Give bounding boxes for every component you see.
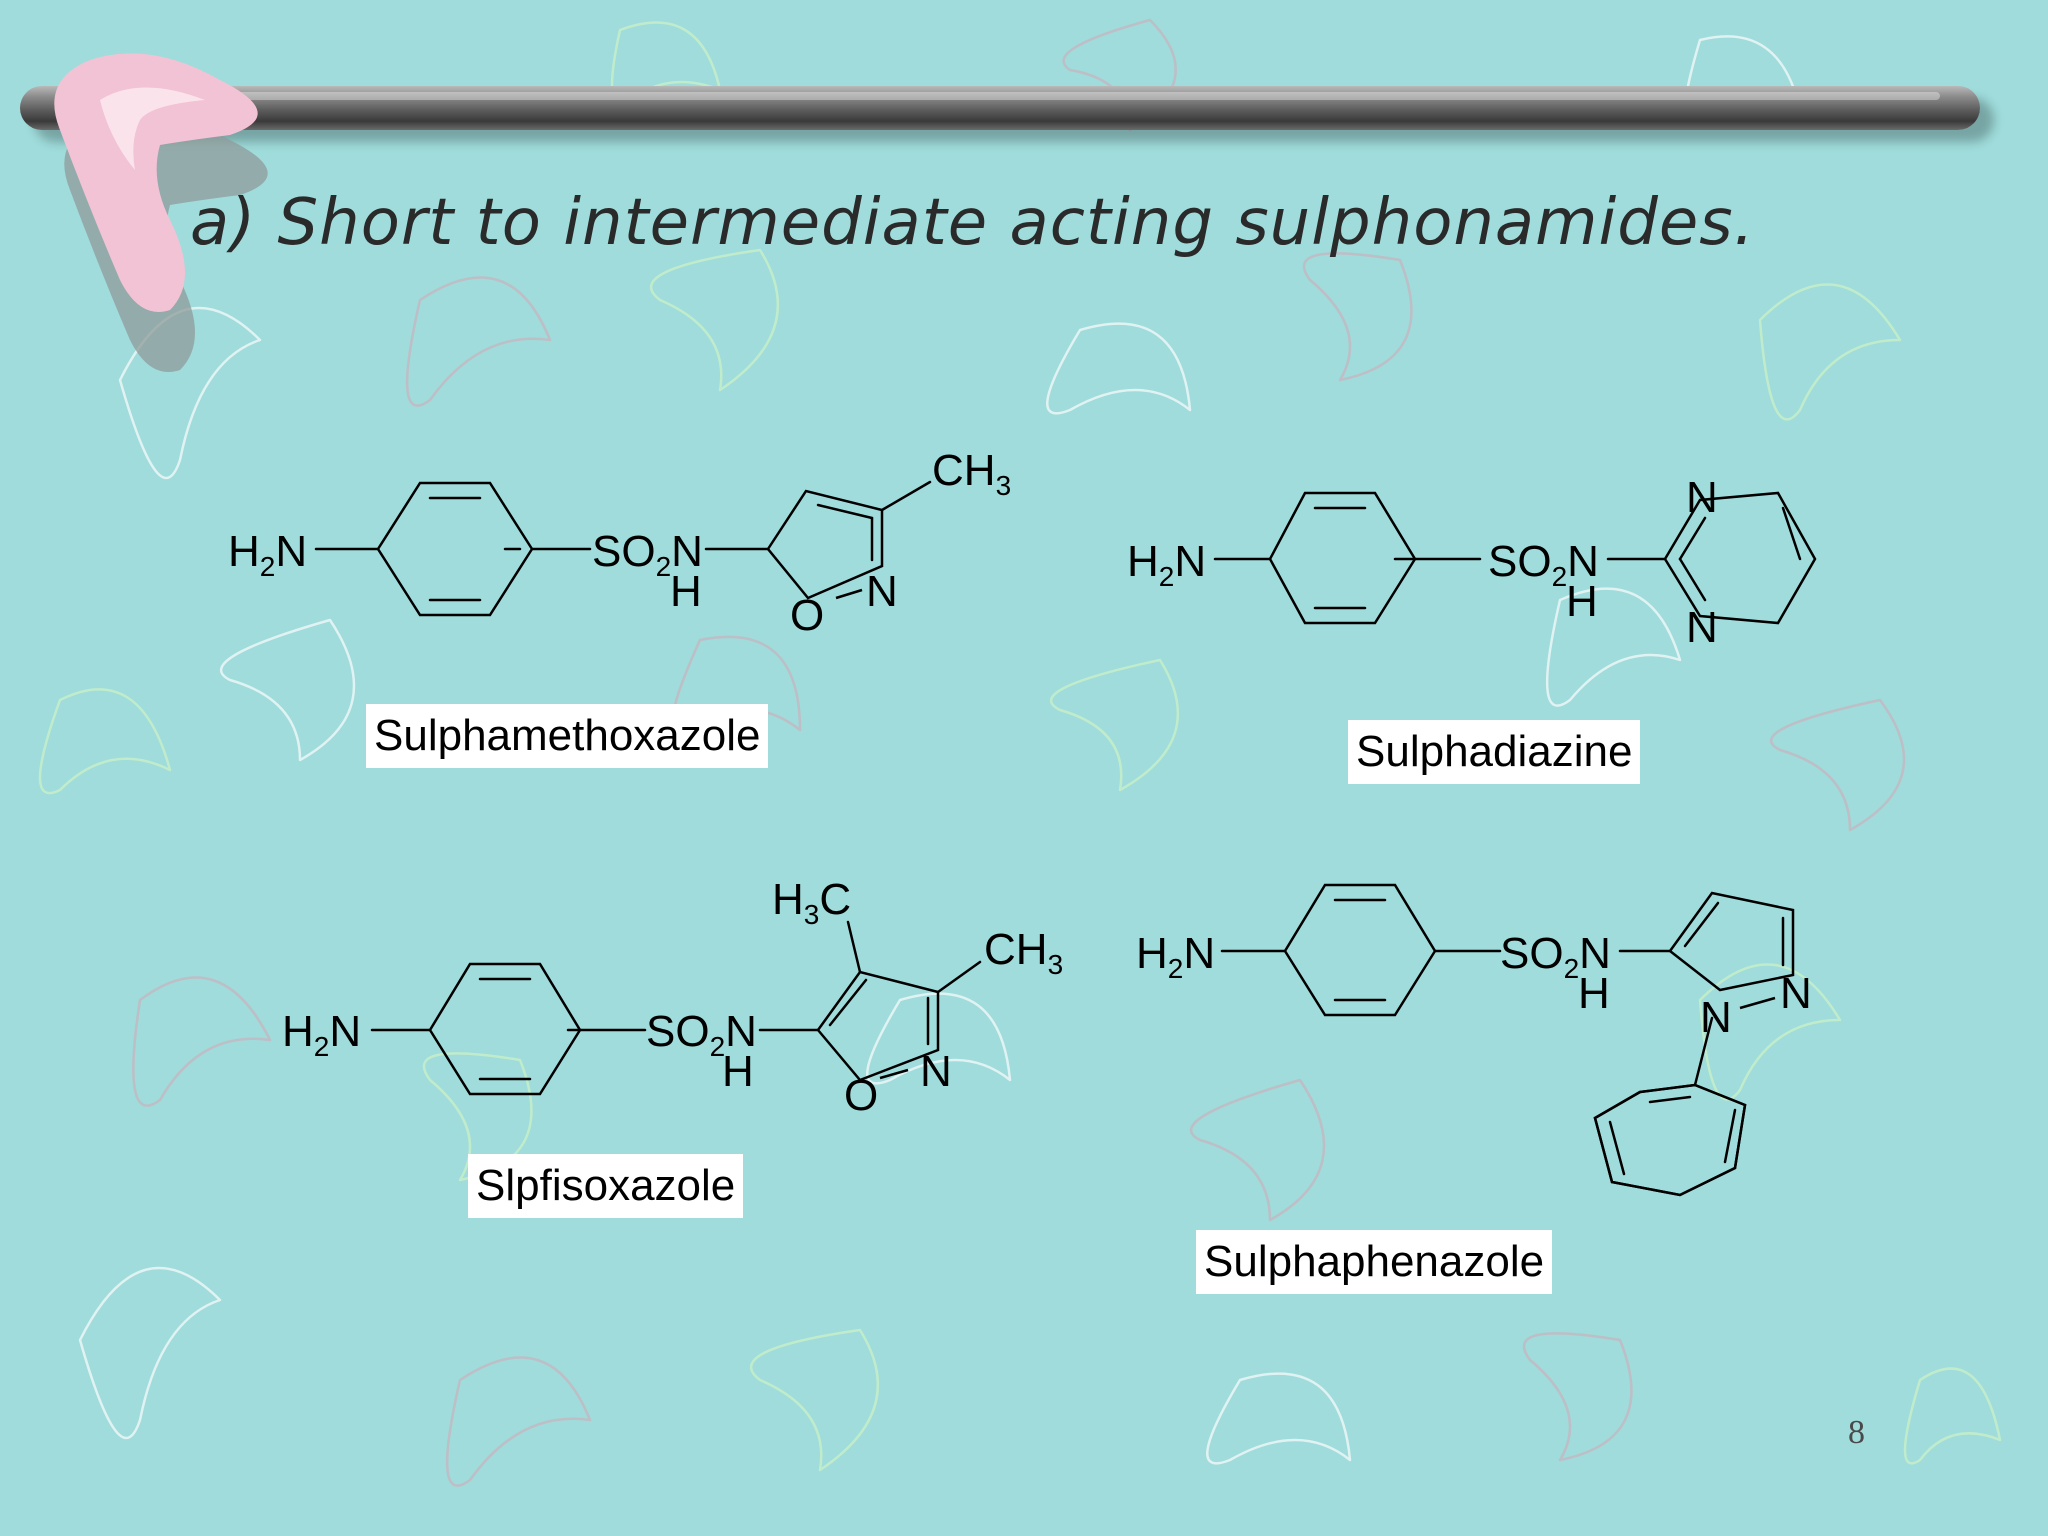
ring-oxygen-label: O bbox=[844, 1071, 878, 1120]
page-number: 8 bbox=[1848, 1414, 1865, 1451]
sulphamethoxazole-structure bbox=[314, 480, 932, 617]
nh-label: H bbox=[722, 1047, 754, 1096]
sulfonyl-label: SO2N bbox=[646, 1007, 757, 1062]
sulphadiazine-structure bbox=[1213, 491, 1817, 625]
boomerang-decoration bbox=[54, 53, 268, 373]
amine-label: H2N bbox=[282, 1007, 361, 1062]
slpfisoxazole-structure bbox=[370, 920, 982, 1096]
sulfonyl-label: SO2N bbox=[1488, 537, 1599, 592]
compound-label-sulphamethoxazole: Sulphamethoxazole bbox=[366, 704, 769, 768]
ring-nitrogen-label: N bbox=[1686, 603, 1718, 652]
compound-label-sulphadiazine: Sulphadiazine bbox=[1348, 720, 1641, 784]
sulfonyl-label: SO2N bbox=[1500, 929, 1611, 984]
sulfonyl-label: SO2N bbox=[592, 527, 703, 582]
ring-oxygen-label: O bbox=[790, 591, 824, 640]
methyl-label: CH3 bbox=[984, 925, 1063, 980]
nh-label: H bbox=[1566, 577, 1598, 626]
compound-label-sulphaphenazole: Sulphaphenazole bbox=[1196, 1230, 1553, 1294]
nh-label: H bbox=[670, 567, 702, 616]
sulphaphenazole-structure bbox=[1220, 883, 1795, 1197]
ring-nitrogen-label: N bbox=[1780, 969, 1812, 1018]
rod-shine bbox=[60, 92, 1940, 100]
ring-nitrogen-label: N bbox=[1700, 993, 1732, 1042]
ring-nitrogen-label: N bbox=[920, 1047, 952, 1096]
methyl-label: CH3 bbox=[932, 446, 1011, 501]
compound-label-slpfisoxazole: Slpfisoxazole bbox=[468, 1154, 744, 1218]
ring-nitrogen-label: N bbox=[1686, 473, 1718, 522]
nh-label: H bbox=[1578, 969, 1610, 1018]
header-rod bbox=[20, 86, 1980, 130]
methyl-label: H3C bbox=[772, 875, 851, 930]
slide-title: a) Short to intermediate acting sulphona… bbox=[190, 186, 1755, 260]
amine-label: H2N bbox=[1136, 929, 1215, 984]
amine-label: H2N bbox=[1127, 537, 1206, 592]
ring-nitrogen-label: N bbox=[866, 567, 898, 616]
amine-label: H2N bbox=[228, 527, 307, 582]
